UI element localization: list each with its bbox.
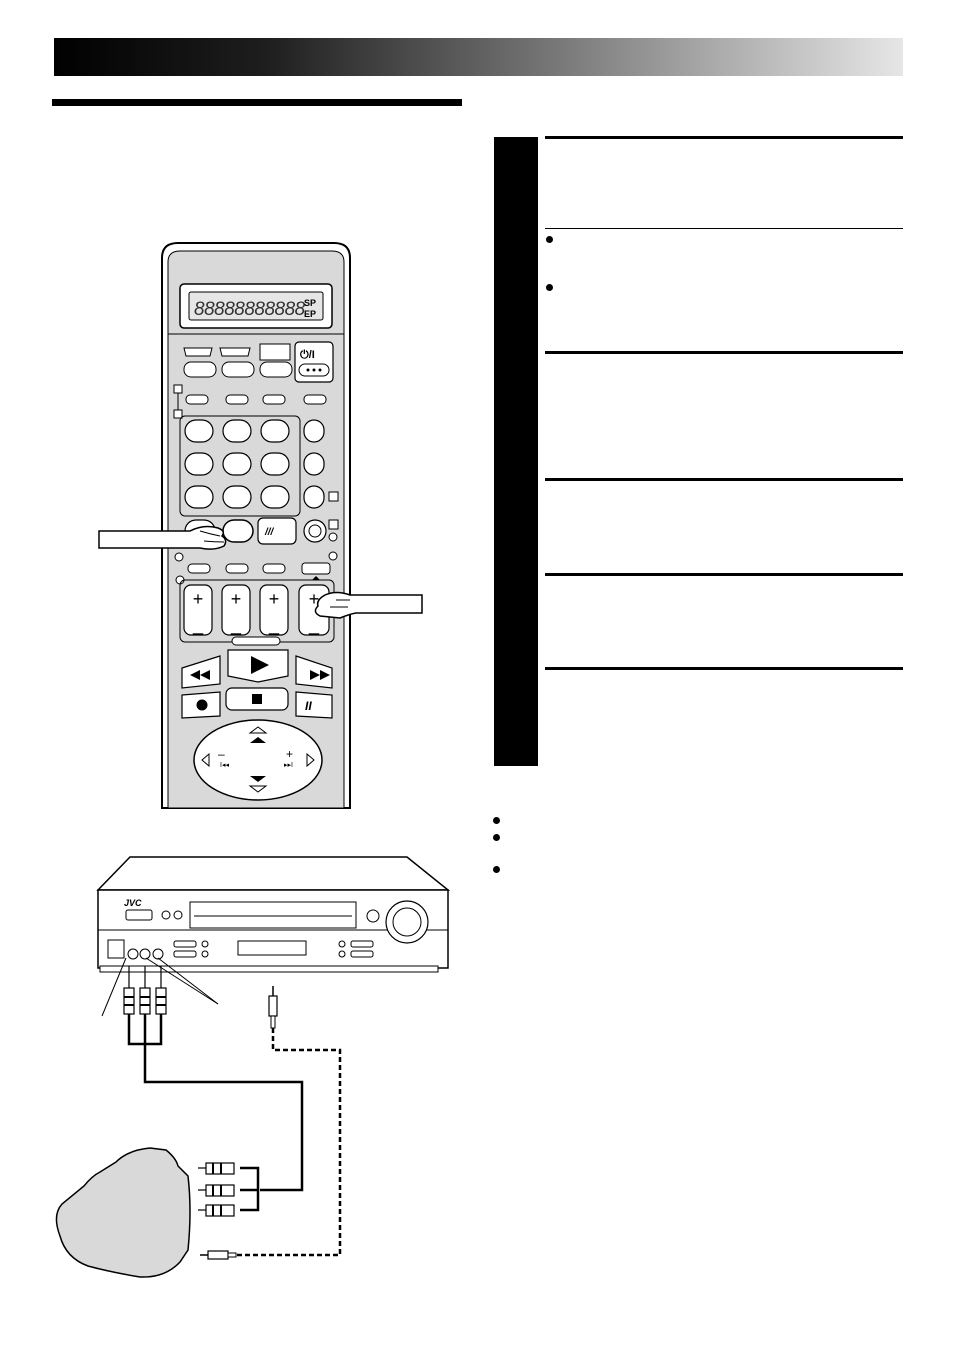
svg-text:+: + xyxy=(231,589,242,609)
number-key[interactable] xyxy=(222,419,252,443)
edit-cable-dashed xyxy=(236,1028,342,1257)
svg-text:_: _ xyxy=(268,615,280,636)
step-5-rule xyxy=(545,667,903,670)
video-in-jack xyxy=(127,948,139,960)
svg-text:I◂◂: I◂◂ xyxy=(220,762,229,769)
remote-display-ep: EP xyxy=(304,309,316,319)
stop-icon xyxy=(252,694,262,704)
number-key[interactable] xyxy=(260,485,290,509)
play-icon xyxy=(251,656,269,674)
step-4-rule xyxy=(545,573,903,576)
number-key[interactable] xyxy=(260,419,290,443)
svg-text:–: – xyxy=(218,747,225,761)
mode-button-1[interactable] xyxy=(183,361,217,378)
pointer-line-audio-r xyxy=(157,957,219,1005)
record-icon xyxy=(196,699,208,711)
side-key-3[interactable] xyxy=(303,485,325,509)
fast-forward-icon xyxy=(310,670,330,680)
remote-display-digits: 88888888888 xyxy=(194,299,306,320)
step-2-rule xyxy=(545,351,903,354)
rca-plug xyxy=(155,987,167,1015)
notes-bullet-2 xyxy=(493,834,500,841)
function-button-2[interactable] xyxy=(225,394,249,405)
function-button-3[interactable] xyxy=(262,394,286,405)
number-key[interactable] xyxy=(222,452,252,476)
rocker-3[interactable] xyxy=(259,584,289,636)
svg-text:///: /// xyxy=(264,527,275,538)
number-pad xyxy=(184,419,325,509)
function-button-4[interactable] xyxy=(303,394,327,405)
svg-text:+: + xyxy=(269,589,280,609)
remote-display-sp: SP xyxy=(304,298,316,308)
rewind-icon xyxy=(190,670,210,680)
number-key[interactable] xyxy=(184,485,214,509)
key-slash[interactable] xyxy=(257,517,297,545)
pressed-button-left[interactable] xyxy=(222,519,254,543)
pointing-hand-right xyxy=(314,591,423,619)
svg-text:+: + xyxy=(286,747,293,761)
pointer-line-audio-l xyxy=(145,957,219,1005)
svg-text:_: _ xyxy=(192,615,204,636)
up-arrow-icon xyxy=(248,726,268,734)
av-cable xyxy=(127,1014,304,1192)
svg-text:+: + xyxy=(309,589,320,609)
number-key[interactable] xyxy=(222,485,252,509)
rocker-2[interactable] xyxy=(221,584,251,636)
svg-text:+: + xyxy=(193,589,204,609)
pointing-hand-left xyxy=(98,525,227,550)
vcr-power-button[interactable] xyxy=(125,909,153,921)
step-3-rule xyxy=(545,478,903,481)
number-key[interactable] xyxy=(184,452,214,476)
svg-text:_: _ xyxy=(308,615,320,636)
page-header-bar xyxy=(54,38,903,76)
pause-icon: II xyxy=(305,699,312,713)
mini-jack-plug-vcr xyxy=(268,986,278,1029)
function-button-1[interactable] xyxy=(185,394,209,405)
remote-control: 88888888888 SP EP ⏻/I xyxy=(98,242,423,809)
number-key[interactable] xyxy=(184,419,214,443)
pointer-line-video xyxy=(101,957,127,1017)
step-number-column xyxy=(494,137,538,766)
side-key-2[interactable] xyxy=(303,452,325,476)
left-arrow-icon xyxy=(201,752,210,768)
audio-r-jack xyxy=(152,948,164,960)
vcr-cassette-slot xyxy=(189,901,357,929)
step-1-note-rule xyxy=(545,228,903,229)
rca-plugs-vcr xyxy=(123,987,167,1015)
navigation-pad[interactable] xyxy=(193,719,323,801)
clock-icon[interactable] xyxy=(303,519,327,543)
side-key-1[interactable] xyxy=(303,419,325,443)
mode-button-2[interactable] xyxy=(221,361,255,378)
rca-plug xyxy=(139,987,151,1015)
step-1-rule xyxy=(545,136,903,139)
number-key[interactable] xyxy=(260,452,290,476)
rca-plug xyxy=(123,987,135,1015)
audio-l-jack xyxy=(139,948,151,960)
right-arrow-icon xyxy=(306,752,315,768)
vcr-brand-logo: JVC xyxy=(124,898,142,908)
mini-jack-plug-camcorder xyxy=(200,1250,237,1260)
power-symbol: ⏻/I xyxy=(300,348,315,361)
notes-bullet-3 xyxy=(493,866,500,873)
step-1-note-bullet-2 xyxy=(546,284,553,291)
mode-button-3[interactable] xyxy=(259,361,293,378)
rocker-1[interactable] xyxy=(183,584,213,636)
section-title-rule xyxy=(52,99,462,106)
notes-bullet-1 xyxy=(493,817,500,824)
step-1-note-bullet-1 xyxy=(546,236,553,243)
vcr-unit: JVC xyxy=(96,856,451,973)
camcorder xyxy=(55,1147,191,1278)
svg-text:_: _ xyxy=(230,615,242,636)
svg-text:▸▸I: ▸▸I xyxy=(284,762,293,769)
pause-button[interactable] xyxy=(295,691,333,719)
rewind-button[interactable] xyxy=(181,655,221,689)
down-arrow-icon xyxy=(250,776,266,782)
